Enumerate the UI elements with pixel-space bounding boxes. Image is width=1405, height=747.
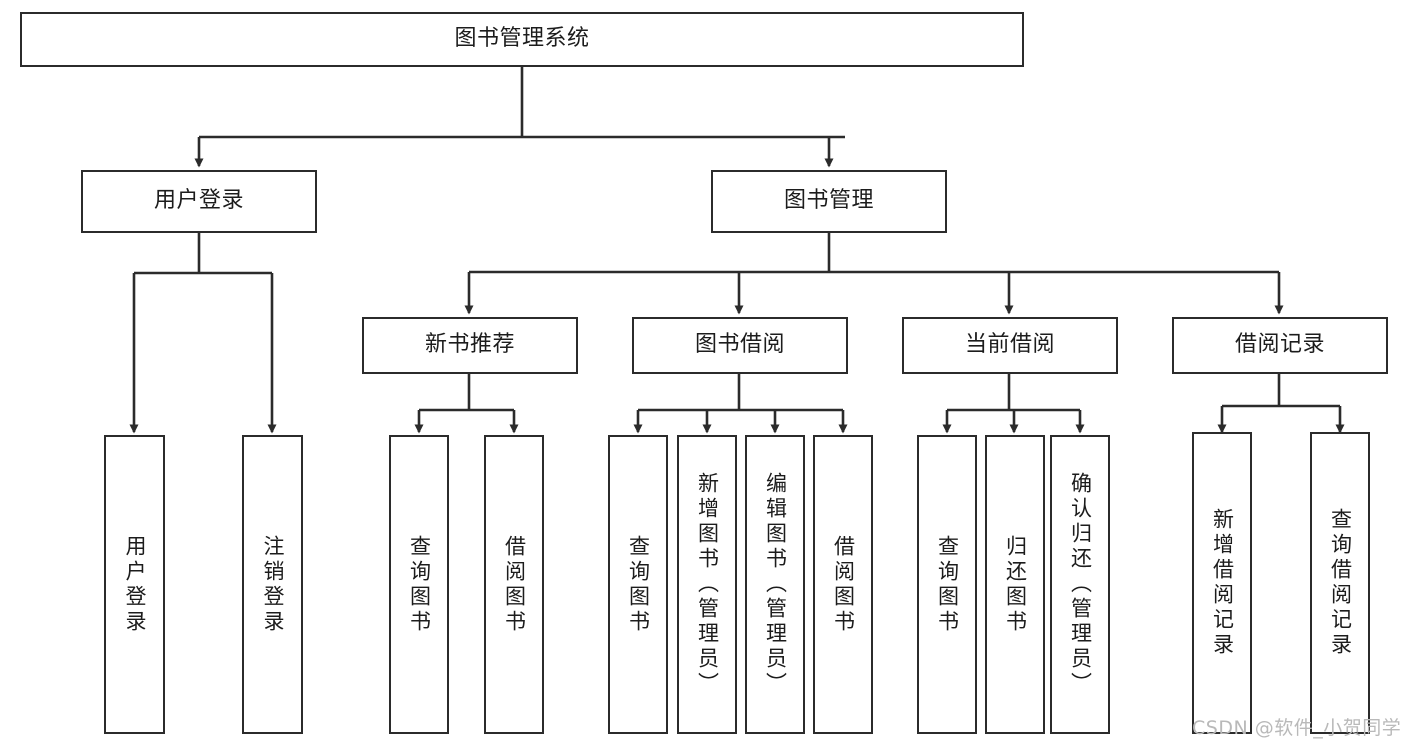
node-user-login[interactable]: 用户登录	[81, 170, 317, 233]
node-leaf-add-record-label: 新增借阅记录	[1210, 508, 1235, 658]
node-leaf-return-book[interactable]: 归还图书	[985, 435, 1045, 734]
node-leaf-edit-book[interactable]: 编辑图书（管理员）	[745, 435, 805, 734]
node-leaf-user-logout-label: 注销登录	[261, 534, 285, 635]
node-leaf-confirm-return-label: 确认归还（管理员）	[1068, 472, 1093, 697]
node-leaf-query-book-3[interactable]: 查询图书	[917, 435, 977, 734]
node-leaf-user-logout[interactable]: 注销登录	[242, 435, 303, 734]
node-leaf-edit-book-label: 编辑图书（管理员）	[763, 472, 788, 697]
node-leaf-borrow-book-2[interactable]: 借阅图书	[813, 435, 873, 734]
node-leaf-borrow-book-1-label: 借阅图书	[502, 534, 527, 635]
node-leaf-confirm-return[interactable]: 确认归还（管理员）	[1050, 435, 1110, 734]
node-leaf-user-login-label: 用户登录	[123, 534, 147, 635]
node-leaf-query-record-label: 查询借阅记录	[1328, 508, 1353, 658]
node-leaf-query-book-1-label: 查询图书	[407, 534, 432, 635]
node-book-borrow-label: 图书借阅	[694, 332, 785, 358]
node-root-label: 图书管理系统	[454, 26, 590, 52]
node-leaf-borrow-book-2-label: 借阅图书	[831, 534, 856, 635]
node-current-borrow-label: 当前借阅	[964, 332, 1055, 358]
node-book-borrow[interactable]: 图书借阅	[632, 317, 848, 374]
csdn-watermark: CSDN @软件_小贺同学	[1192, 717, 1402, 739]
node-new-book-recommend-label: 新书推荐	[424, 332, 515, 358]
node-leaf-query-book-1[interactable]: 查询图书	[389, 435, 449, 734]
node-leaf-return-book-label: 归还图书	[1003, 534, 1028, 635]
node-leaf-query-book-2-label: 查询图书	[626, 534, 651, 635]
node-root[interactable]: 图书管理系统	[20, 12, 1024, 67]
node-book-manage-label: 图书管理	[783, 188, 874, 214]
node-leaf-borrow-book-1[interactable]: 借阅图书	[484, 435, 544, 734]
node-leaf-add-book[interactable]: 新增图书（管理员）	[677, 435, 737, 734]
node-leaf-query-book-3-label: 查询图书	[935, 534, 960, 635]
node-new-book-recommend[interactable]: 新书推荐	[362, 317, 578, 374]
node-current-borrow[interactable]: 当前借阅	[902, 317, 1118, 374]
node-leaf-user-login[interactable]: 用户登录	[104, 435, 165, 734]
node-book-manage[interactable]: 图书管理	[711, 170, 947, 233]
node-borrow-record[interactable]: 借阅记录	[1172, 317, 1388, 374]
node-leaf-query-record[interactable]: 查询借阅记录	[1310, 432, 1370, 734]
node-leaf-add-record[interactable]: 新增借阅记录	[1192, 432, 1252, 734]
node-user-login-label: 用户登录	[153, 188, 244, 214]
node-leaf-query-book-2[interactable]: 查询图书	[608, 435, 668, 734]
node-borrow-record-label: 借阅记录	[1234, 332, 1325, 358]
node-leaf-add-book-label: 新增图书（管理员）	[695, 472, 720, 697]
